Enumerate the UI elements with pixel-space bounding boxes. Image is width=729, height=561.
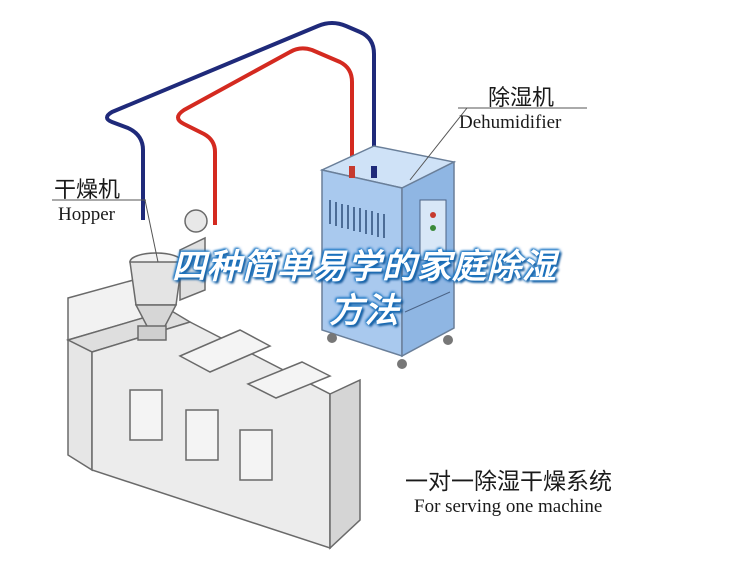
- system-caption-zh: 一对一除湿干燥系统: [405, 469, 612, 495]
- blue-hose: [105, 21, 376, 220]
- overlay-title-line1: 四种简单易学的家庭除湿: [172, 247, 557, 287]
- system-caption-en: For serving one machine: [414, 496, 603, 517]
- dehumidifier-unit: [319, 145, 457, 369]
- hopper-label-en: Hopper: [58, 204, 115, 225]
- dehumidifier-label-zh: 除湿机: [488, 86, 555, 111]
- hopper-label-zh: 干燥机: [54, 178, 121, 203]
- dehumidifier-leader: [409, 107, 468, 181]
- injection-machine: [65, 209, 361, 550]
- red-hose: [176, 46, 354, 225]
- hopper-leader: [144, 199, 159, 263]
- overlay-title-line2: 方法: [329, 291, 400, 331]
- dehumidifier-label-en: Dehumidifier: [459, 112, 562, 133]
